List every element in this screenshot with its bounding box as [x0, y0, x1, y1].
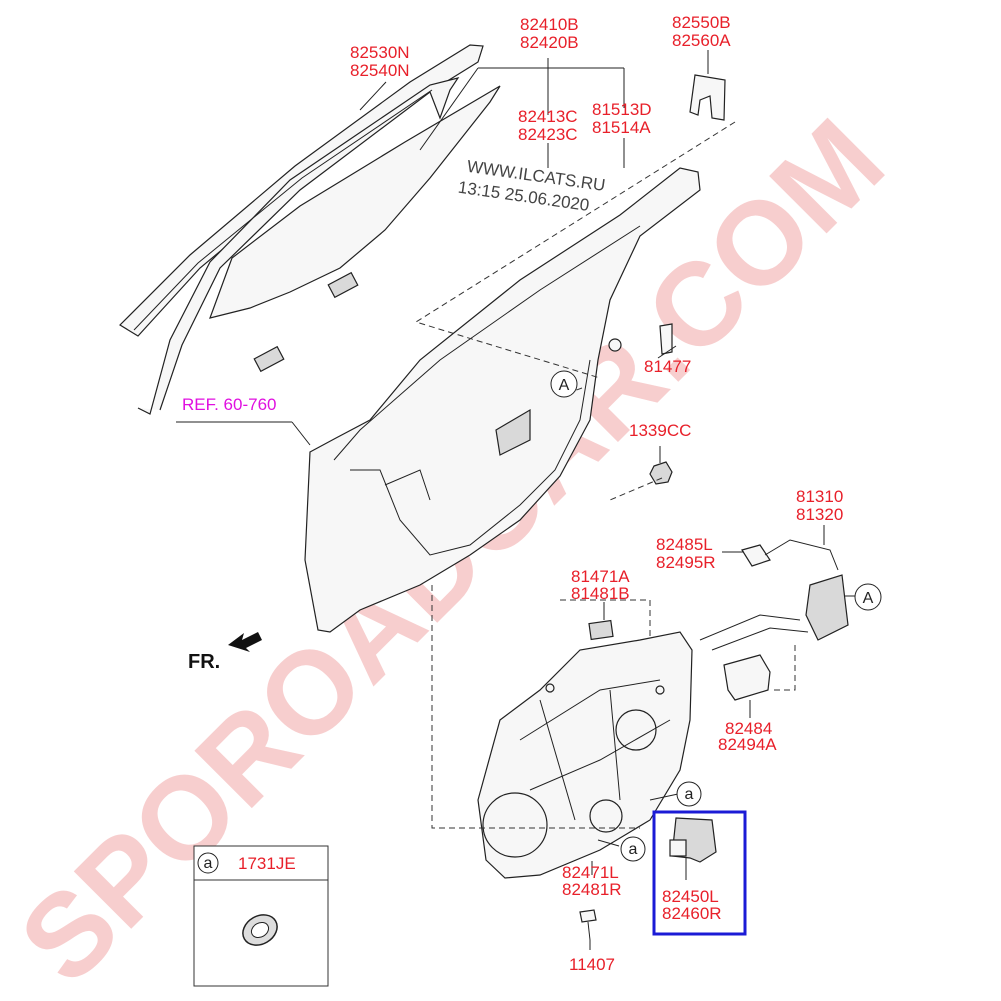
callout-a-lower: a [620, 836, 646, 862]
leader-lines [176, 50, 855, 950]
part-number-label: 82450L [662, 887, 719, 906]
part-number-label: 82413C [518, 107, 578, 126]
part-number-label: 81514A [592, 118, 651, 137]
callout-A-letter: A [863, 590, 874, 607]
front-direction-indicator: FR. [188, 632, 262, 673]
site-stamp: WWW.ILCATS.RU 13:15 25.06.2020 [457, 157, 607, 215]
part-number-label: 1339CC [629, 421, 691, 440]
part-number-label: 82423C [518, 125, 578, 144]
part-number-label: 82481R [562, 880, 622, 899]
part-number-label: 81320 [796, 505, 843, 524]
part-number-label: 82410B [520, 15, 579, 34]
part-number-label: 82484 [725, 719, 772, 738]
actuator [588, 619, 614, 641]
part-number-label: 82550B [672, 13, 731, 32]
handle-rod [741, 539, 839, 571]
callout-a-upper: a [676, 781, 702, 807]
glass-run-channel [119, 44, 484, 415]
handle-bracket [723, 654, 771, 701]
door-glass [209, 85, 501, 373]
grommet-inset: a 1731JE [193, 845, 329, 987]
part-number-label: 82560A [672, 31, 731, 50]
part-number-label: 82420B [520, 33, 579, 52]
front-label: FR. [188, 651, 220, 673]
part-number-label: 81471A [571, 567, 630, 586]
striker-bolt [659, 323, 673, 355]
part-number-label: 82530N [350, 43, 410, 62]
part-number-label: 81310 [796, 487, 843, 506]
part-number-label: 11407 [569, 955, 615, 974]
reference-label: REF. 60-760 [182, 395, 277, 414]
callout-A-top: A [550, 370, 578, 398]
screw [579, 909, 597, 941]
part-number-label: 82495R [656, 553, 716, 572]
mirror-bracket [689, 74, 726, 121]
part-number-label: 82494A [718, 735, 777, 754]
part-number-label: 82471L [562, 863, 619, 882]
nut [649, 461, 673, 485]
callout-A-right: A [854, 583, 882, 611]
part-number-label: 82540N [350, 61, 410, 80]
part-number-label: 81513D [592, 100, 652, 119]
window-motor [669, 817, 717, 863]
callout-A-letter: A [559, 377, 570, 394]
regulator-module [477, 631, 693, 879]
door-frame [304, 167, 701, 633]
callout-a-letter: a [685, 786, 694, 803]
latch [699, 574, 849, 651]
part-number-label: 81477 [644, 357, 691, 376]
part-number-label: 81481B [571, 584, 630, 603]
part-number-label: 82485L [656, 535, 713, 554]
motor-highlight: 82450L 82460R [652, 810, 747, 936]
part-number-label: 1731JE [238, 854, 296, 873]
callout-a-letter: a [629, 841, 638, 858]
part-number-label: 82460R [662, 904, 722, 923]
callout-a-letter: a [204, 855, 213, 872]
